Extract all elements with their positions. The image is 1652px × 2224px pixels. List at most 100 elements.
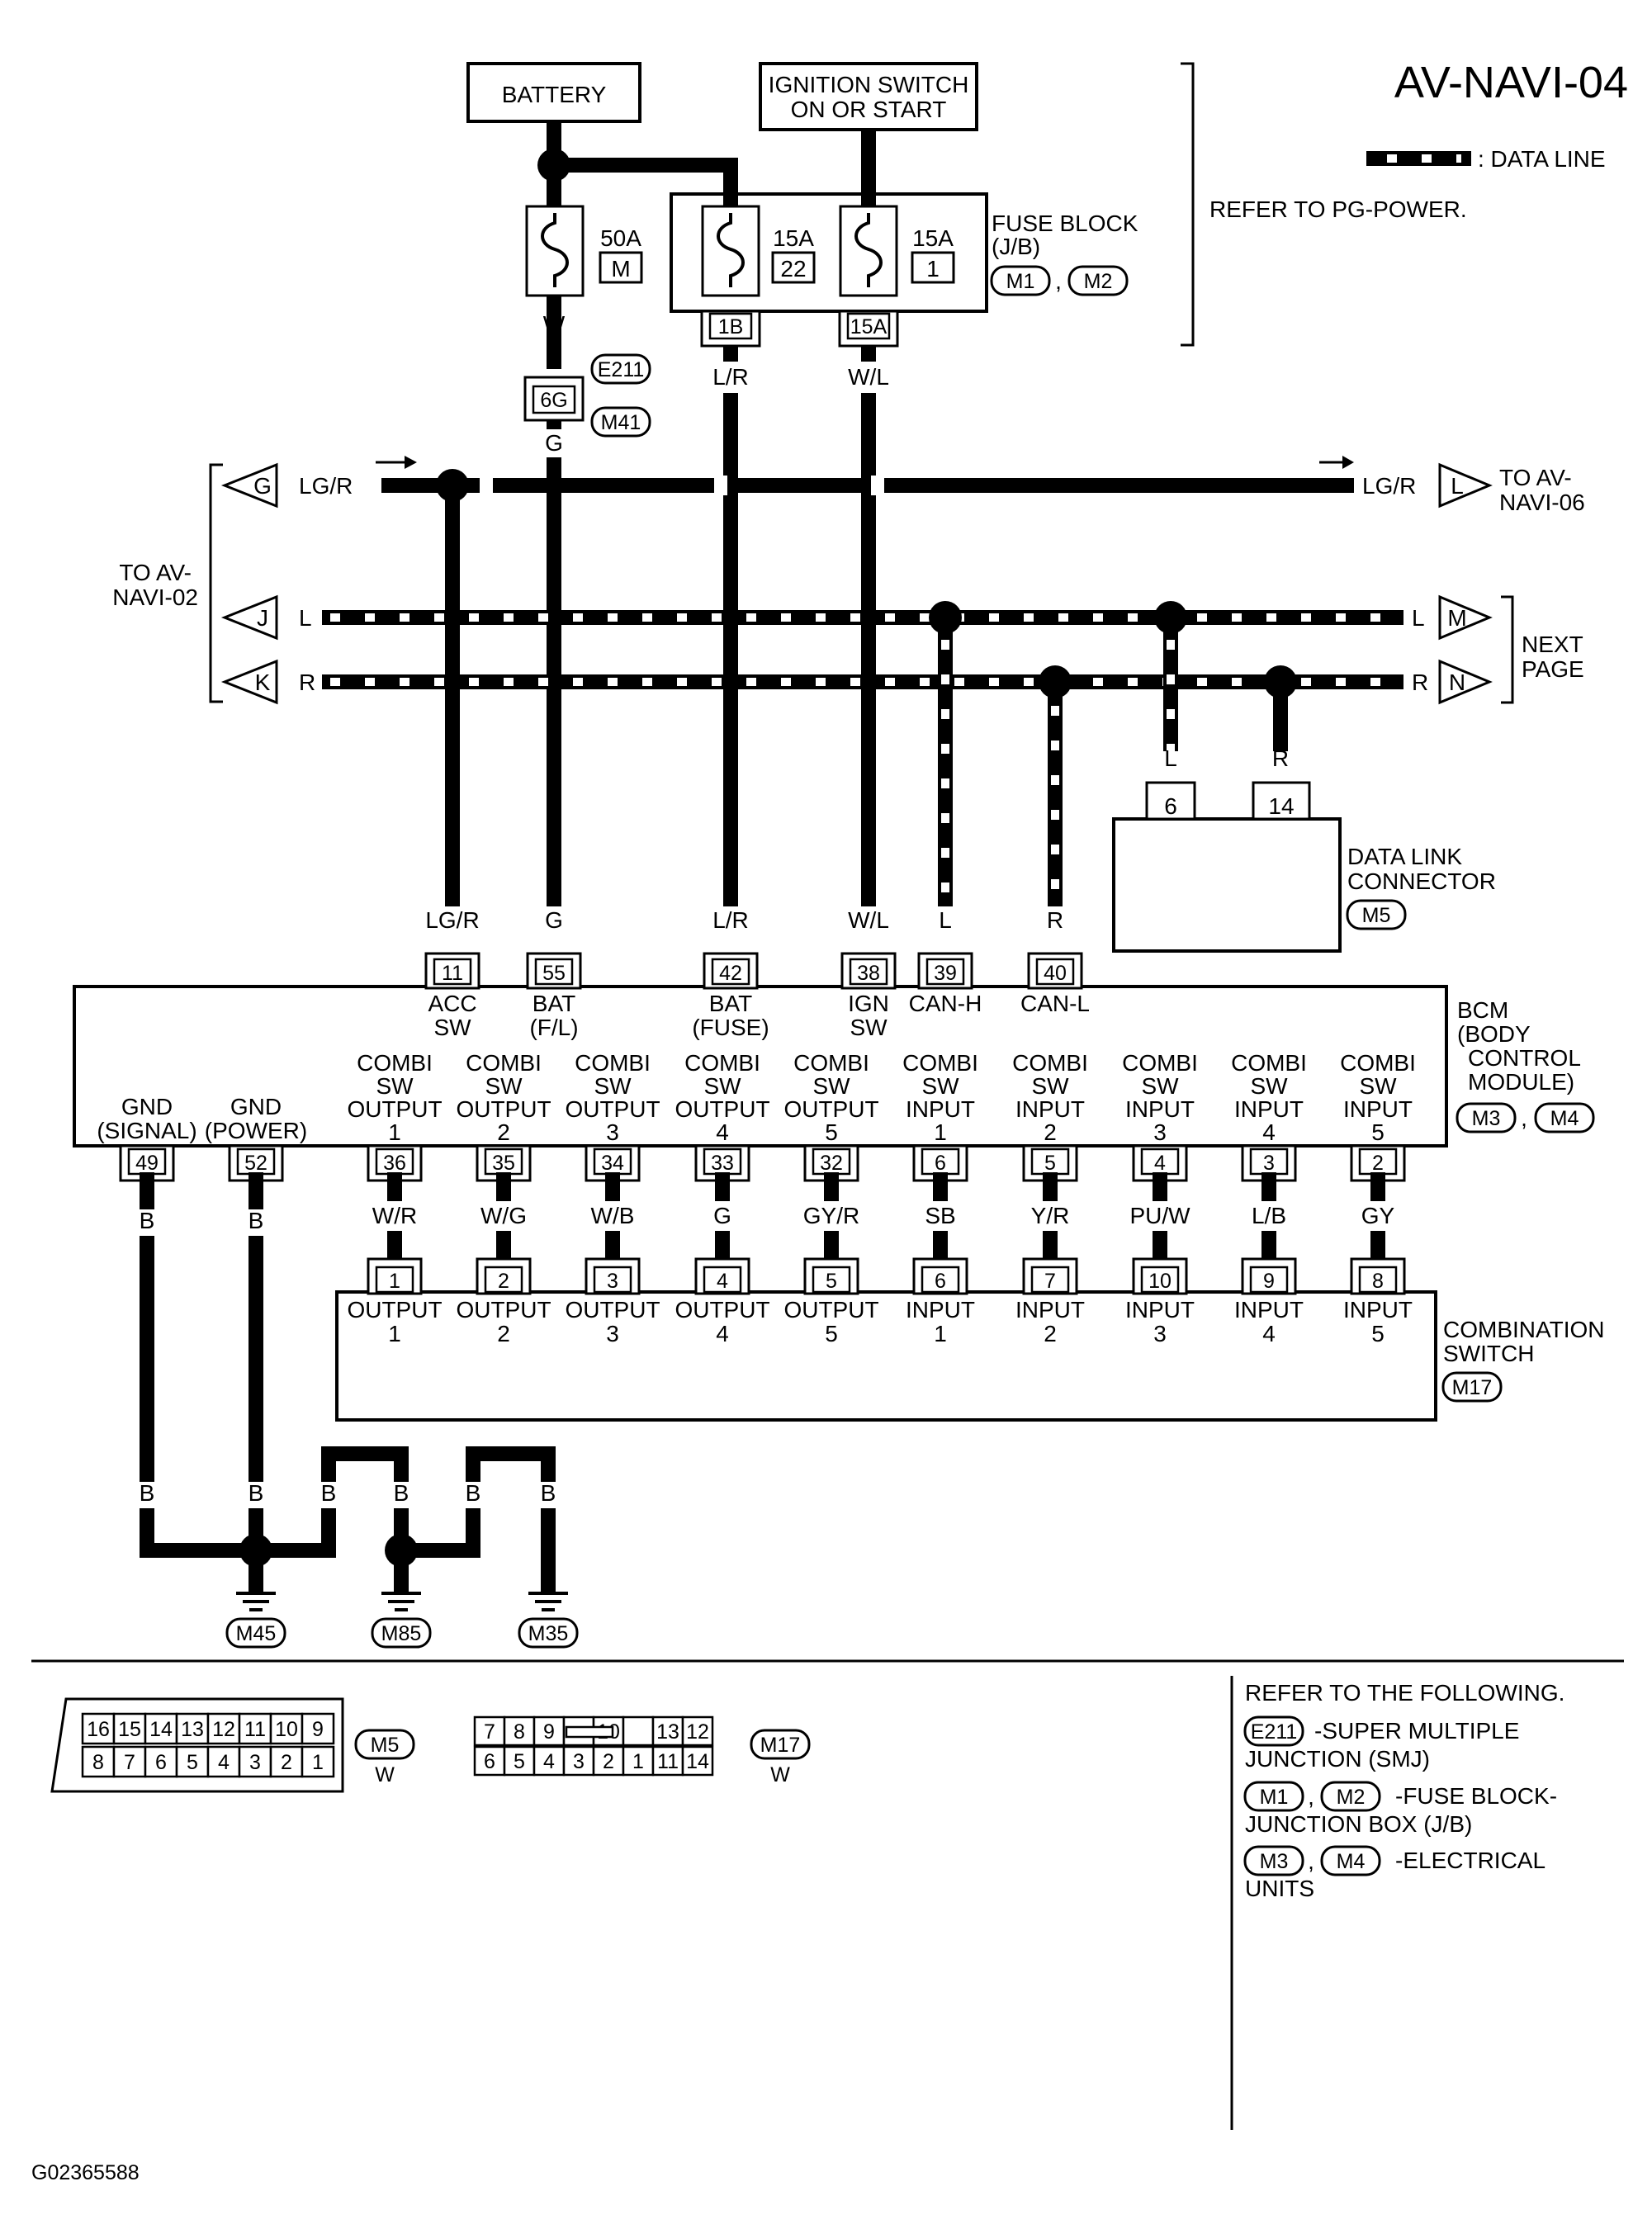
combi-wire-gap xyxy=(798,1201,864,1231)
ground-wire-1: B xyxy=(140,1480,155,1506)
svg-text:-FUSE BLOCK-: -FUSE BLOCK- xyxy=(1395,1783,1557,1809)
ground-wiring: B B B B B B B B xyxy=(133,1172,562,1593)
combi-pin-label2: SW xyxy=(485,1073,523,1099)
wire-gap-lr xyxy=(712,362,750,393)
bcm-top-wire-gap xyxy=(436,906,469,933)
term-15a: 15A xyxy=(838,310,899,348)
m5-cell-number: 5 xyxy=(187,1751,198,1774)
term-1b: 1B xyxy=(700,310,761,348)
combi-wire-gap xyxy=(1127,1201,1193,1231)
combi-bcm-pin-box xyxy=(484,1147,523,1176)
combi-switch-pin-number: 10 xyxy=(1148,1270,1172,1293)
combi-pin-label3: OUTPUT xyxy=(783,1096,878,1122)
combi-pin-label2: SW xyxy=(1031,1073,1069,1099)
can-h-drop xyxy=(929,601,962,923)
bcm-line3: CONTROL xyxy=(1468,1045,1581,1071)
m5-cell-number: 10 xyxy=(275,1718,298,1741)
svg-text:,: , xyxy=(1308,1848,1314,1874)
fuse-50a-wire: W xyxy=(543,311,566,337)
bcm-top-pin-label1: BAT xyxy=(533,991,575,1016)
combi-bcm-pin-number: 5 xyxy=(1044,1152,1056,1175)
combi-switch-line1: COMBINATION xyxy=(1443,1317,1604,1342)
bcm-gnd-label2: (POWER) xyxy=(205,1118,307,1143)
combi-switch-pin-box xyxy=(1030,1266,1070,1294)
wire-label-wl-top: W/L xyxy=(848,364,889,390)
m17-blank-cell xyxy=(622,1715,655,1747)
combi-pin-label4: 5 xyxy=(825,1119,838,1145)
combi-pin-label3: OUTPUT xyxy=(347,1096,442,1122)
bcm-top-pin-number: 11 xyxy=(442,962,463,985)
combi-switch-conn-oval xyxy=(1441,1371,1503,1403)
combi-pin-label3: OUTPUT xyxy=(675,1096,769,1122)
ground-wire-3: B xyxy=(321,1480,337,1506)
combi-pin-label4: 5 xyxy=(1371,1119,1385,1145)
svg-text:L: L xyxy=(299,605,312,631)
combi-switch-pin-label1: OUTPUT xyxy=(347,1297,442,1323)
combi-switch-pin-label1: OUTPUT xyxy=(565,1297,660,1323)
combi-switch-pin-number: 5 xyxy=(826,1270,837,1293)
combi-switch-pin-number: 3 xyxy=(607,1270,618,1293)
combi-pin-label2: SW xyxy=(1359,1073,1397,1099)
combi-pin-label4: 2 xyxy=(497,1119,510,1145)
combi-pin-label4: 2 xyxy=(1044,1119,1057,1145)
ground-m45: M45 xyxy=(225,1592,286,1649)
combi-switch-pin-label2: 4 xyxy=(716,1321,729,1346)
joint-6g: 6G xyxy=(523,376,585,422)
dlc-line2: CONNECTOR xyxy=(1347,868,1496,894)
can-l-drop xyxy=(1039,665,1072,923)
svg-text:,: , xyxy=(1521,1105,1527,1131)
next-page-line1: NEXT xyxy=(1522,632,1583,657)
combi-switch-pin-label2: 5 xyxy=(1371,1321,1385,1346)
m17-cell-number: 5 xyxy=(514,1750,525,1773)
combi-switch-pin-number: 1 xyxy=(389,1270,400,1293)
combi-bcm-pin-number: 33 xyxy=(711,1152,734,1175)
m17-cell xyxy=(562,1745,595,1777)
combi-switch-pin-box xyxy=(1140,1266,1180,1294)
svg-text:W: W xyxy=(375,1763,395,1786)
page-title: AV-NAVI-04 xyxy=(1394,58,1628,107)
combi-wire-gap xyxy=(471,1201,537,1231)
bcm-top-pin-label1: CAN-H xyxy=(909,991,982,1016)
ground-m85: M85 xyxy=(371,1592,432,1649)
combi-pin-label2: SW xyxy=(921,1073,959,1099)
combi-pin-label3: INPUT xyxy=(1234,1096,1304,1122)
dlc-wire-r: R xyxy=(1272,745,1289,771)
combi-switch-pin-box xyxy=(593,1266,632,1294)
m17-cell-number: 8 xyxy=(514,1720,525,1744)
combi-switch-pin-label2: 1 xyxy=(388,1321,401,1346)
combi-switch-conn: M17 xyxy=(1452,1376,1493,1399)
svg-text:N: N xyxy=(1449,670,1465,695)
m5-cell-number: 1 xyxy=(312,1751,324,1774)
bcm-gnd-label1: GND xyxy=(121,1094,173,1119)
combi-switch-pin-label1: OUTPUT xyxy=(675,1297,769,1323)
combi-wire-label: Y/R xyxy=(1031,1203,1070,1228)
m17-cell-number: 6 xyxy=(484,1750,495,1773)
svg-text:M4: M4 xyxy=(1337,1850,1366,1873)
bus-lg-r: G LG/R LG/R L xyxy=(220,456,1493,509)
svg-text:15A: 15A xyxy=(773,225,814,251)
svg-text:,: , xyxy=(1308,1784,1314,1810)
svg-text:UNITS: UNITS xyxy=(1245,1876,1314,1901)
combi-pin-label3: OUTPUT xyxy=(456,1096,551,1122)
svg-text:REFER TO THE FOLLOWING.: REFER TO THE FOLLOWING. xyxy=(1245,1680,1564,1706)
figure-id: G02365588 xyxy=(31,2161,140,2184)
ground-wire-5: B xyxy=(466,1480,481,1506)
combi-pin-label3: INPUT xyxy=(906,1096,975,1122)
svg-text:M35: M35 xyxy=(528,1622,569,1645)
bcm-top-wire-label: G xyxy=(545,907,563,933)
m5-cell xyxy=(112,1712,147,1745)
combi-wire-gap xyxy=(362,1201,428,1231)
data-link-connector: L R 6 14 DATA LINK CONNECTOR M5 xyxy=(1112,745,1496,953)
bcm-top-wire-label: L/R xyxy=(712,907,749,933)
svg-text:M45: M45 xyxy=(236,1622,277,1645)
bcm-line2: (BODY xyxy=(1457,1021,1531,1047)
combi-wire-gap xyxy=(689,1201,755,1231)
bcm-top-pin-label1: CAN-L xyxy=(1020,991,1090,1016)
combi-switch-pin-box xyxy=(703,1266,742,1294)
combi-wire-label: W/R xyxy=(372,1203,417,1228)
svg-text:M85: M85 xyxy=(381,1622,422,1645)
combi-wire-gap xyxy=(580,1201,646,1231)
svg-text:M4: M4 xyxy=(1550,1107,1579,1130)
m5-cell-number: 3 xyxy=(249,1751,261,1774)
